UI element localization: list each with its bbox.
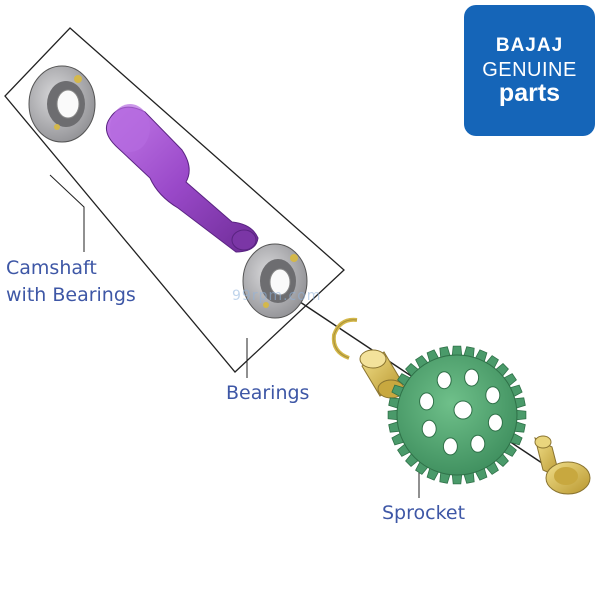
sprocket-hole (442, 437, 458, 456)
camshaft-label-line2: with Bearings (6, 284, 136, 306)
sprocket-hole (421, 419, 437, 438)
watermark: 99rpm.com (232, 288, 322, 304)
bearing-right (242, 243, 308, 319)
camshaft (105, 104, 259, 253)
sprocket-hole (464, 368, 480, 387)
sprocket-hole (487, 413, 503, 432)
sprocket-label: Sprocket (382, 502, 466, 524)
circlip (331, 317, 358, 360)
sprocket-hole (436, 371, 452, 390)
sprocket-bolt (534, 435, 591, 495)
camshaft-label-line1: Camshaft (6, 257, 97, 279)
sprocket (387, 345, 527, 485)
sprocket-hole (470, 434, 486, 453)
sprocket-hole (485, 386, 501, 405)
bajaj-genuine-parts-logo: BAJAJ GENUINE parts (464, 5, 595, 136)
bearings-label: Bearings (226, 382, 310, 404)
camshaft-leader-line (49, 174, 85, 252)
camshaft-group-outline (4, 27, 345, 373)
logo-brand-text: BAJAJ (495, 35, 564, 56)
logo-parts-text: parts (498, 79, 561, 107)
sprocket-hole (419, 392, 435, 411)
logo-genuine-text: GENUINE (482, 59, 577, 81)
camshaft-label: Camshaft with Bearings (6, 255, 176, 309)
bearing-left (28, 65, 96, 143)
